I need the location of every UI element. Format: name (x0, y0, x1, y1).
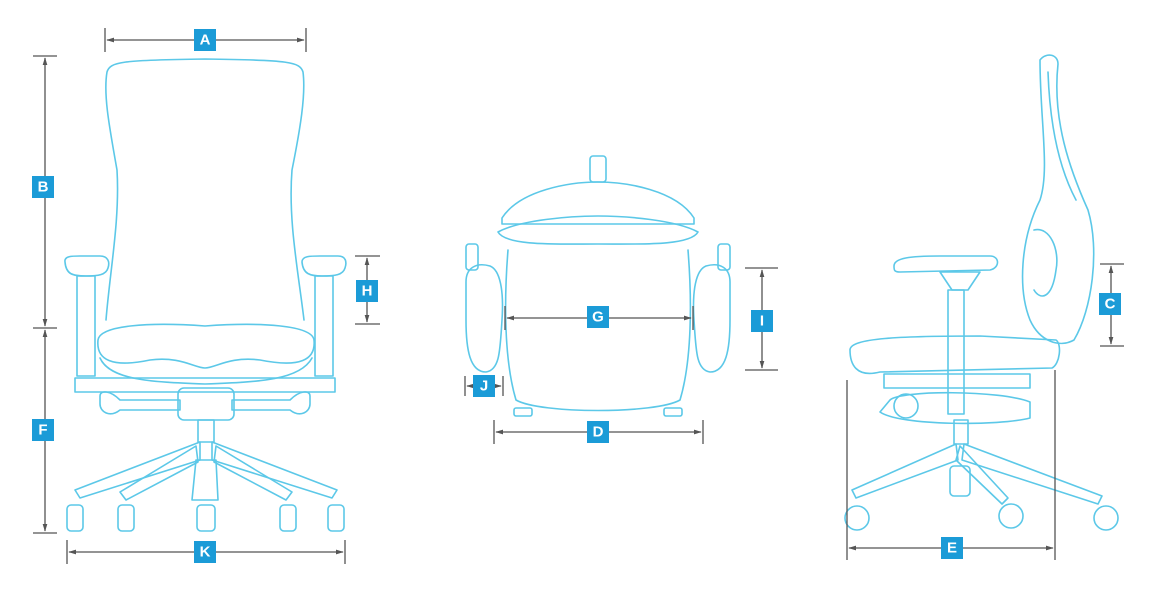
svg-text:G: G (592, 309, 604, 326)
dimension-label-g: G (587, 306, 609, 328)
side-view-chair (844, 54, 1119, 531)
svg-text:I: I (760, 313, 764, 330)
dimension-label-i: I (751, 310, 773, 332)
top-view-chair (465, 155, 731, 417)
dimension-label-e: E (941, 537, 963, 559)
svg-text:A: A (200, 32, 211, 49)
dimension-label-j: J (473, 375, 495, 397)
svg-text:H: H (362, 283, 373, 300)
dimension-label-a: A (194, 29, 216, 51)
dimension-label-h: H (356, 280, 378, 302)
dimension-lines (33, 28, 1124, 564)
svg-text:D: D (593, 424, 604, 441)
svg-text:F: F (38, 422, 47, 439)
front-view-chair (64, 58, 347, 532)
dimension-label-f: F (32, 419, 54, 441)
svg-text:J: J (480, 378, 488, 395)
svg-text:K: K (200, 544, 211, 561)
svg-text:E: E (947, 540, 957, 557)
svg-text:C: C (1105, 296, 1116, 313)
dimension-label-b: B (32, 176, 54, 198)
dimension-label-d: D (587, 421, 609, 443)
dimension-label-c: C (1099, 293, 1121, 315)
svg-text:B: B (38, 179, 49, 196)
dimension-label-k: K (194, 541, 216, 563)
